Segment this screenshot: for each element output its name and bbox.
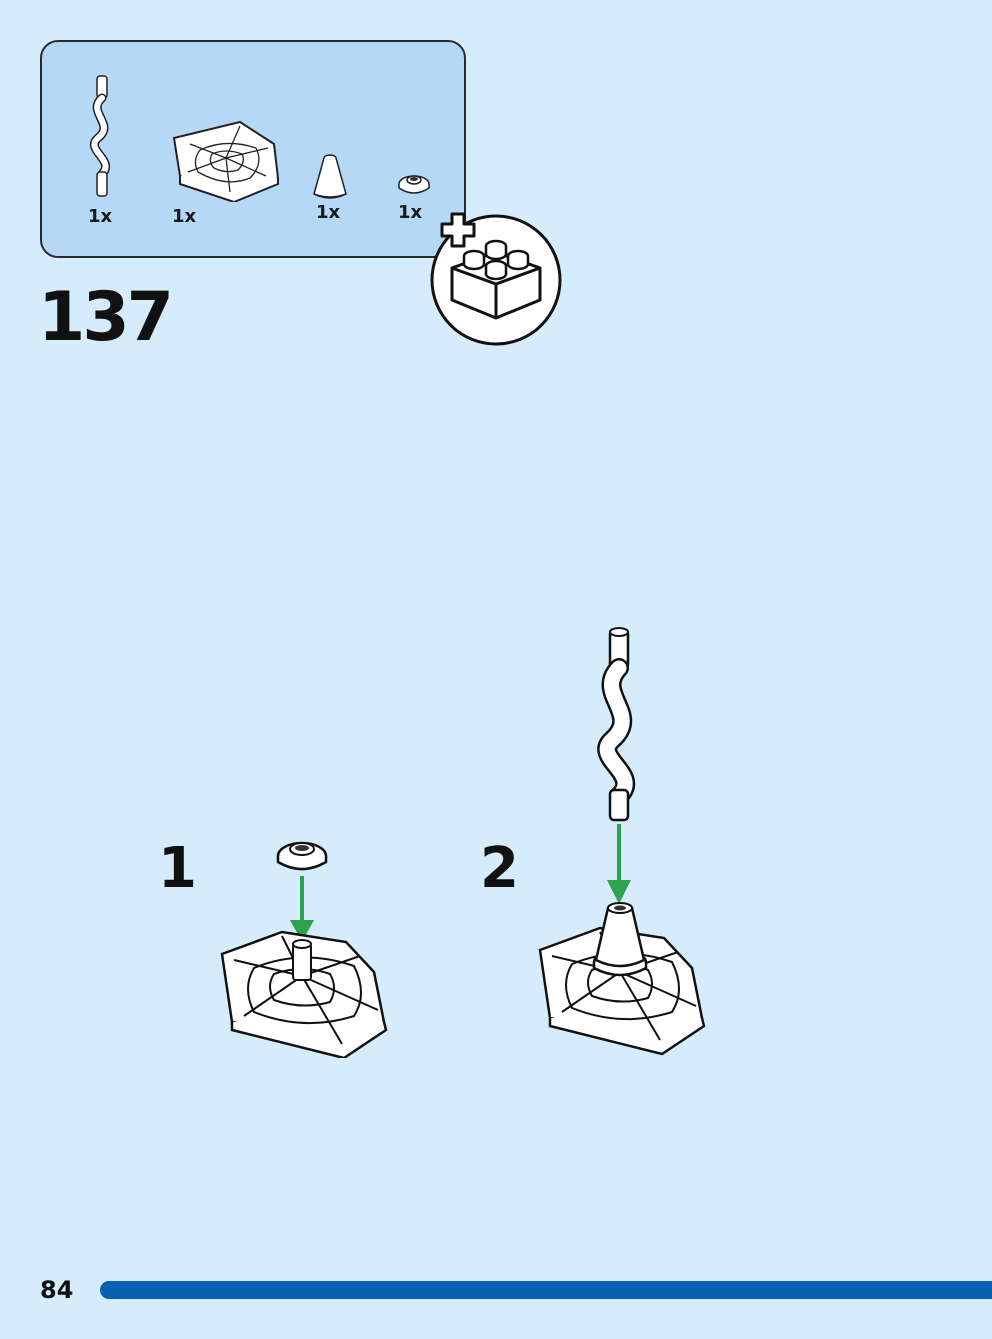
page-number: 84 bbox=[40, 1276, 74, 1304]
substep-label-1: 1 bbox=[158, 836, 197, 901]
spider-web-plate-part-icon bbox=[172, 120, 280, 202]
round-plate-part-icon bbox=[398, 175, 430, 194]
substep-1-illustration bbox=[220, 841, 388, 1058]
progress-bar bbox=[100, 1281, 992, 1299]
substep-label-2: 2 bbox=[480, 836, 519, 901]
add-brick-icon bbox=[430, 212, 562, 346]
cone-qty: 1x bbox=[316, 202, 341, 223]
wavy-bar-part-icon bbox=[90, 75, 111, 197]
cone-part-icon bbox=[313, 154, 347, 199]
round-plate-qty: 1x bbox=[398, 202, 423, 223]
step-number: 137 bbox=[38, 278, 174, 357]
spider-web-plate-qty: 1x bbox=[172, 206, 197, 227]
wavy-bar-qty: 1x bbox=[88, 206, 113, 227]
substep-2-illustration bbox=[538, 627, 706, 1056]
parts-list-box: 1x 1x 1x 1x bbox=[40, 40, 466, 258]
